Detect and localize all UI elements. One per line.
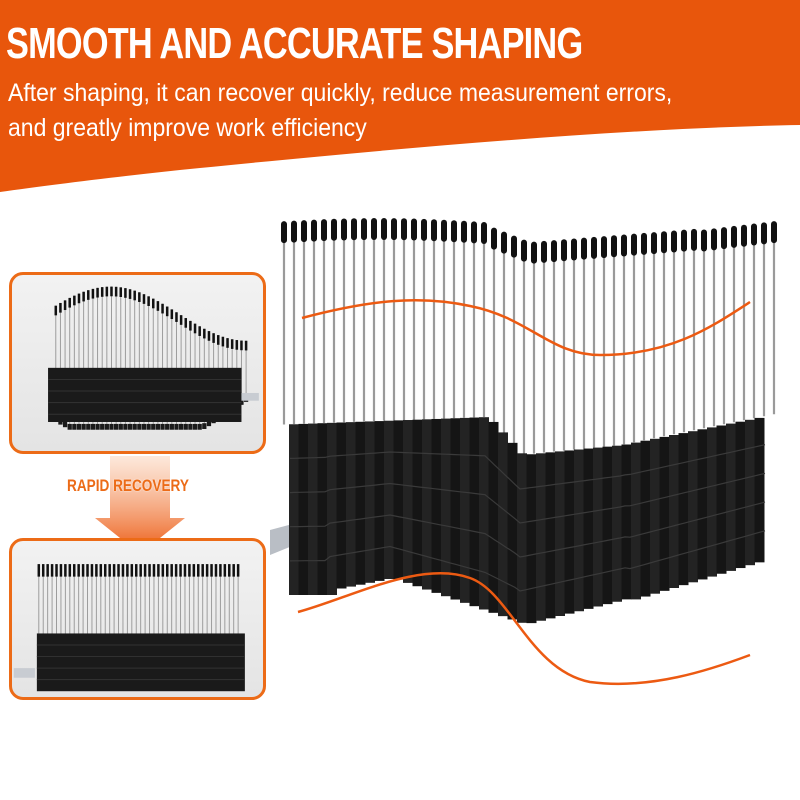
subheadline-line-2: and greatly improve work efficiency xyxy=(8,114,367,142)
headline: SMOOTH AND ACCURATE SHAPING xyxy=(6,19,583,68)
subheadline-line-1: After shaping, it can recover quickly, r… xyxy=(8,79,673,107)
recovered-gauge-panel xyxy=(9,538,266,700)
shaped-gauge-image xyxy=(48,286,259,430)
rapid-recovery-label: RAPID RECOVERY xyxy=(67,476,189,495)
contour-gauge-image xyxy=(270,218,777,686)
down-arrow-icon xyxy=(95,456,185,554)
orange-banner-background xyxy=(0,0,800,192)
recovered-gauge-image xyxy=(13,564,245,692)
shaped-gauge-panel xyxy=(9,272,266,454)
subheadline: After shaping, it can recover quickly, r… xyxy=(8,76,672,146)
